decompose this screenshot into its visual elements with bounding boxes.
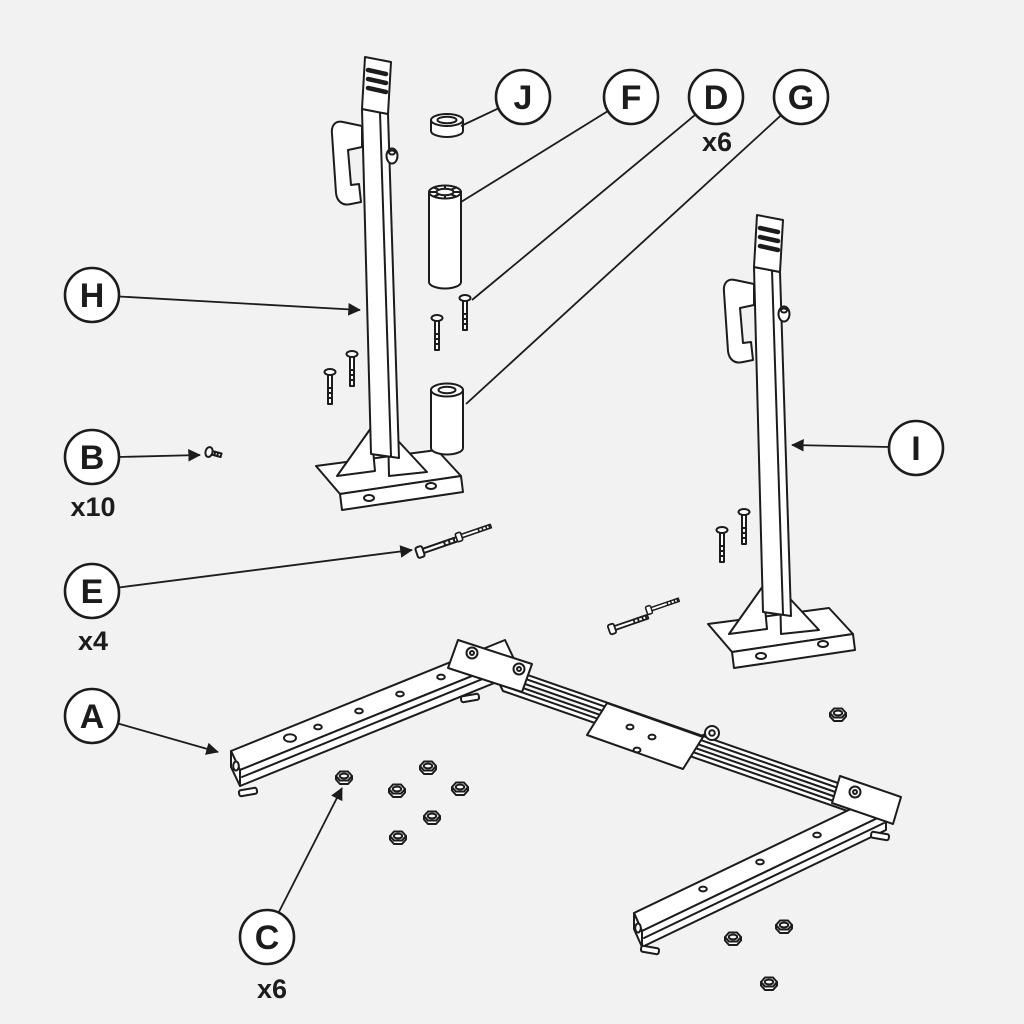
callout-d-letter: D xyxy=(704,79,729,117)
callout-f-letter: F xyxy=(621,79,642,117)
frame-foot xyxy=(237,786,259,798)
nut-part-c xyxy=(419,760,437,775)
bolt-part-e xyxy=(606,611,651,636)
bolts-part-e xyxy=(413,521,681,636)
bolt-part-d xyxy=(430,314,444,351)
callout-b: B x10 xyxy=(63,428,201,522)
callout-i-circle xyxy=(887,419,945,477)
pull-knob xyxy=(704,725,720,741)
callout-d-qty: x6 xyxy=(702,127,732,157)
callout-d: D x6 xyxy=(471,68,745,301)
nut-part-c xyxy=(775,919,793,934)
callout-h: H xyxy=(63,266,361,324)
callout-a: A xyxy=(63,687,219,755)
callout-g-circle xyxy=(772,68,830,126)
right-upright-part-i xyxy=(708,215,855,668)
bolt-part-d xyxy=(458,294,472,331)
nut-part-c xyxy=(335,770,353,785)
leader-line-j xyxy=(460,107,499,127)
callout-f-circle xyxy=(602,68,660,126)
leader-line-e xyxy=(118,545,413,589)
bolt-part-e xyxy=(454,521,494,543)
callout-h-circle xyxy=(63,266,121,324)
bolt-part-e xyxy=(644,595,681,616)
callout-b-letter: B xyxy=(80,439,105,477)
base-centre-plate xyxy=(586,702,704,770)
bolt-part-e xyxy=(413,532,463,560)
frame-foot xyxy=(869,830,891,842)
callout-j-circle xyxy=(494,68,552,126)
leader-line-i xyxy=(791,438,890,452)
leader-line-a xyxy=(117,722,219,755)
leader-line-g xyxy=(465,114,782,405)
callout-e-circle xyxy=(63,562,121,620)
callout-c-qty: x6 xyxy=(257,974,287,1004)
screw-part-b xyxy=(203,445,224,462)
nut-part-c xyxy=(829,707,847,722)
base-frame-part-a xyxy=(230,639,902,956)
spacer-part-g xyxy=(430,382,464,456)
callout-e-qty: x4 xyxy=(78,626,108,656)
leader-line-h xyxy=(118,295,361,316)
callout-a-circle xyxy=(63,687,121,745)
cap-part-j xyxy=(430,113,464,138)
callout-j-letter: J xyxy=(514,79,533,117)
callout-c-circle xyxy=(238,908,296,966)
nut-part-c xyxy=(724,931,742,946)
nut-part-c xyxy=(451,781,469,796)
callout-j: J xyxy=(460,68,552,127)
callout-g: G xyxy=(465,68,830,405)
endcap-hole xyxy=(232,760,240,772)
leader-line-b xyxy=(118,448,201,462)
callout-i: I xyxy=(791,419,945,477)
callout-d-circle xyxy=(687,68,745,126)
endcap-hole xyxy=(634,922,642,934)
base-right-junction xyxy=(831,775,902,825)
callout-b-circle xyxy=(63,428,121,486)
frame-foot xyxy=(639,944,661,956)
nut-part-c xyxy=(388,783,406,798)
leader-line-f xyxy=(460,110,609,203)
callout-c: C x6 xyxy=(238,787,343,1004)
callout-a-letter: A xyxy=(80,698,105,736)
nut-part-c xyxy=(423,810,441,825)
callout-e-letter: E xyxy=(81,573,104,611)
nut-part-c xyxy=(389,830,407,845)
callout-e: E x4 xyxy=(63,545,413,656)
callout-i-letter: I xyxy=(911,430,920,468)
bolts-part-d xyxy=(430,294,472,351)
callout-f: F xyxy=(460,68,660,203)
nut-part-c xyxy=(760,976,778,991)
leader-line-c xyxy=(277,787,343,914)
spacer-part-f xyxy=(428,184,462,290)
callout-h-letter: H xyxy=(80,277,105,315)
callout-c-letter: C xyxy=(255,919,280,957)
callout-b-qty: x10 xyxy=(70,492,115,522)
leader-line-d xyxy=(471,113,697,301)
callout-g-letter: G xyxy=(788,79,814,117)
